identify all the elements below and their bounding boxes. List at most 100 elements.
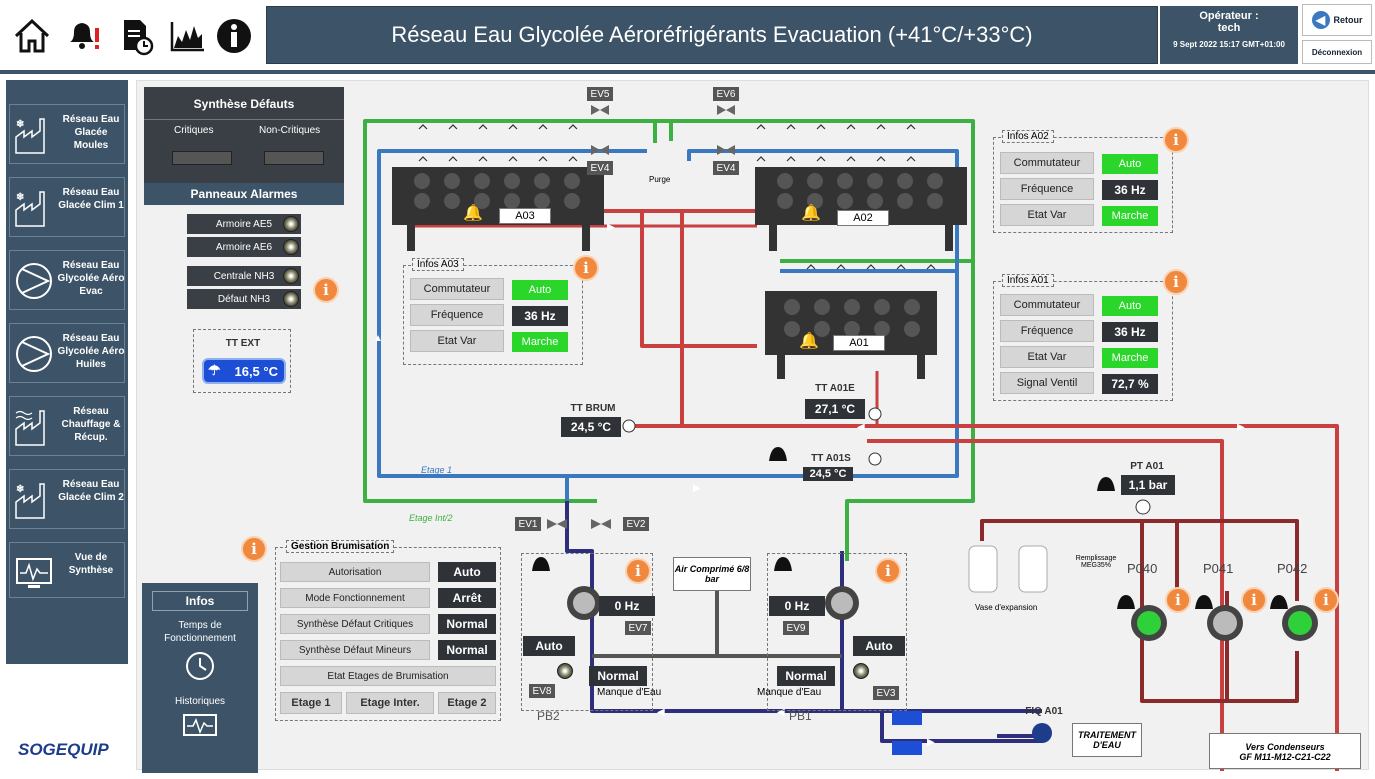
valve-ev9-tag: EV9 xyxy=(783,621,809,635)
sidebar-item-vue-synthese[interactable]: Vue de Synthèse xyxy=(9,542,125,598)
tt-a01e-value: 27,1 °C xyxy=(805,399,865,419)
info-pb1-icon[interactable]: i xyxy=(875,558,901,584)
history-label: Historiques xyxy=(174,696,226,707)
led-armoire-ae6 xyxy=(283,239,299,255)
sidebar-item-chauffage-recup[interactable]: Réseau Chauffage & Récup. xyxy=(9,396,125,456)
svg-text:❄: ❄ xyxy=(16,484,24,495)
valve-ev1[interactable] xyxy=(547,517,567,531)
label-etat-var: Etat Var xyxy=(1000,346,1094,368)
datetime: 9 Sept 2022 15:17 GMT+01:00 xyxy=(1173,40,1285,49)
svg-text:▶: ▶ xyxy=(927,737,935,748)
valve-ev4[interactable] xyxy=(591,143,609,157)
value-signal-ventil: 72,7 % xyxy=(1102,374,1158,394)
tt-ext-label: TT EXT xyxy=(225,338,261,349)
purge-label: Purge xyxy=(649,175,671,184)
brumisation-title: Gestion Brumisation xyxy=(286,540,395,553)
stage-etage2[interactable]: Etage 2 xyxy=(438,692,496,714)
history-monitor-icon[interactable] xyxy=(142,713,258,746)
sidebar-item-eau-glacee-clim1[interactable]: ❄ Réseau Eau Glacée Clim 1 xyxy=(9,177,125,237)
alarm-panels-title: Panneaux Alarmes xyxy=(144,183,344,205)
cooler-a03-bell-icon[interactable]: 🔔 xyxy=(463,205,483,222)
gestion-brumisation-panel: Gestion Brumisation Autorisation Auto Mo… xyxy=(275,540,501,721)
info-icon[interactable]: i xyxy=(313,277,339,303)
label-signal-ventil: Signal Ventil xyxy=(1000,372,1094,394)
trend-chart-icon[interactable] xyxy=(166,14,210,58)
pump-icon xyxy=(16,336,52,372)
pb2-name: PB2 xyxy=(537,709,560,723)
sidebar-item-eau-glacee-moules[interactable]: ❄ Réseau Eau Glacée Moules xyxy=(9,104,125,164)
monitor-icon xyxy=(16,558,52,588)
cooler-a02-tag[interactable]: A02 xyxy=(837,210,889,226)
valve-ev2[interactable] xyxy=(591,517,611,531)
value-commutateur: Auto xyxy=(1102,296,1158,316)
pb1-led xyxy=(853,663,869,679)
synthese-title: Synthèse Défauts xyxy=(193,97,295,111)
infos-a02-title: Infos A02 xyxy=(1002,130,1054,143)
sidebar-item-glycolee-aero-evac[interactable]: Réseau Eau Glycolée Aéro Evac xyxy=(9,250,125,310)
uptime-clock-icon[interactable] xyxy=(142,649,258,688)
filling-label: Remplissage MEG35% xyxy=(1075,555,1117,569)
cooler-a01-bell-icon[interactable]: 🔔 xyxy=(799,333,819,350)
alarm-panel-armoire-ae5[interactable]: Armoire AE5 xyxy=(187,214,301,234)
alarm-panel-centrale-nh3[interactable]: Centrale NH3 xyxy=(187,266,301,286)
back-arrow-icon: ◀ xyxy=(1311,11,1330,29)
pb2-led xyxy=(557,663,573,679)
etage-int-label: Etage Int/2 xyxy=(409,513,453,523)
green-pipe-left xyxy=(363,119,647,503)
pump-p041-label: P041 xyxy=(1203,561,1234,576)
value-frequence: 36 Hz xyxy=(512,306,568,326)
pump-p041 xyxy=(1207,605,1243,641)
synthese-defauts-panel: Synthèse Défauts Critiques Non-Critiques… xyxy=(144,87,344,205)
stage-etage-inter[interactable]: Etage Inter. xyxy=(346,692,434,714)
value-frequence: 36 Hz xyxy=(1102,322,1158,342)
valve-ev4-tag-2: EV4 xyxy=(713,161,739,175)
cooler-a02-bell-icon[interactable]: 🔔 xyxy=(801,205,821,222)
info-p040-icon[interactable]: i xyxy=(1165,587,1191,613)
cooler-a01-tag[interactable]: A01 xyxy=(833,335,885,351)
stage-etage1[interactable]: Etage 1 xyxy=(280,692,342,714)
label-frequence: Fréquence xyxy=(1000,320,1094,342)
pump-p042 xyxy=(1282,605,1318,641)
alarm-panel-defaut-nh3[interactable]: Défaut NH3 xyxy=(187,289,301,309)
logout-button[interactable]: Déconnexion xyxy=(1302,40,1372,64)
back-button[interactable]: ◀ Retour xyxy=(1302,4,1372,36)
home-icon[interactable] xyxy=(10,14,54,58)
info-a01-icon[interactable]: i xyxy=(1163,269,1189,295)
sidebar-item-eau-glacee-clim2[interactable]: ❄ Réseau Eau Glacée Clim 2 xyxy=(9,469,125,529)
valve-ev6[interactable] xyxy=(717,103,735,117)
report-clock-icon[interactable] xyxy=(114,14,158,58)
green-pipe-right xyxy=(669,119,975,561)
sidebar-item-glycolee-aero-huiles[interactable]: Réseau Eau Glycolée Aéro Huiles xyxy=(9,323,125,383)
info-brumisation-icon[interactable]: i xyxy=(241,536,267,562)
led-defaut-nh3 xyxy=(283,291,299,307)
svg-text:▶: ▶ xyxy=(693,483,701,494)
valve-ev4-2[interactable] xyxy=(717,143,735,157)
alarm-panel-armoire-ae6[interactable]: Armoire AE6 xyxy=(187,237,301,257)
pump-p040 xyxy=(1131,605,1167,641)
cooler-a03-tag[interactable]: A03 xyxy=(499,208,551,224)
air-comprime-box: Air Comprimé 6/8 bar xyxy=(673,557,751,591)
info-p041-icon[interactable]: i xyxy=(1241,587,1267,613)
valve-ev5-tag: EV5 xyxy=(587,87,613,101)
valve-ev5[interactable] xyxy=(591,103,609,117)
tt-brum-label: TT BRUM xyxy=(570,403,616,414)
pt-a01-label: PT A01 xyxy=(1130,461,1164,472)
infos-a01-title: Infos A01 xyxy=(1002,274,1054,287)
operator-panel: Opérateur : tech 9 Sept 2022 15:17 GMT+0… xyxy=(1160,6,1298,64)
alarm-bell-icon[interactable] xyxy=(62,14,106,58)
sidebar: ❄ Réseau Eau Glacée Moules ❄ Réseau Eau … xyxy=(6,80,128,664)
pump-pb2 xyxy=(567,586,601,620)
critical-indicator xyxy=(172,151,232,165)
value-mode-fonctionnement: Arrêt xyxy=(438,588,496,608)
infos-a01-panel: Infos A01 Commutateur Auto Fréquence 36 … xyxy=(993,274,1173,401)
info-a03-icon[interactable]: i xyxy=(573,255,599,281)
tt-brum-value: 24,5 °C xyxy=(561,417,621,437)
pb2-frequency: 0 Hz xyxy=(599,596,655,616)
value-etat-var: Marche xyxy=(1102,348,1158,368)
info-a02-icon[interactable]: i xyxy=(1163,127,1189,153)
info-p042-icon[interactable]: i xyxy=(1313,587,1339,613)
info-pb2-icon[interactable]: i xyxy=(625,558,651,584)
infos-a03-title: Infos A03 xyxy=(412,258,464,271)
fiq-label: FIQ A01 xyxy=(1025,706,1063,717)
info-icon[interactable] xyxy=(212,14,256,58)
